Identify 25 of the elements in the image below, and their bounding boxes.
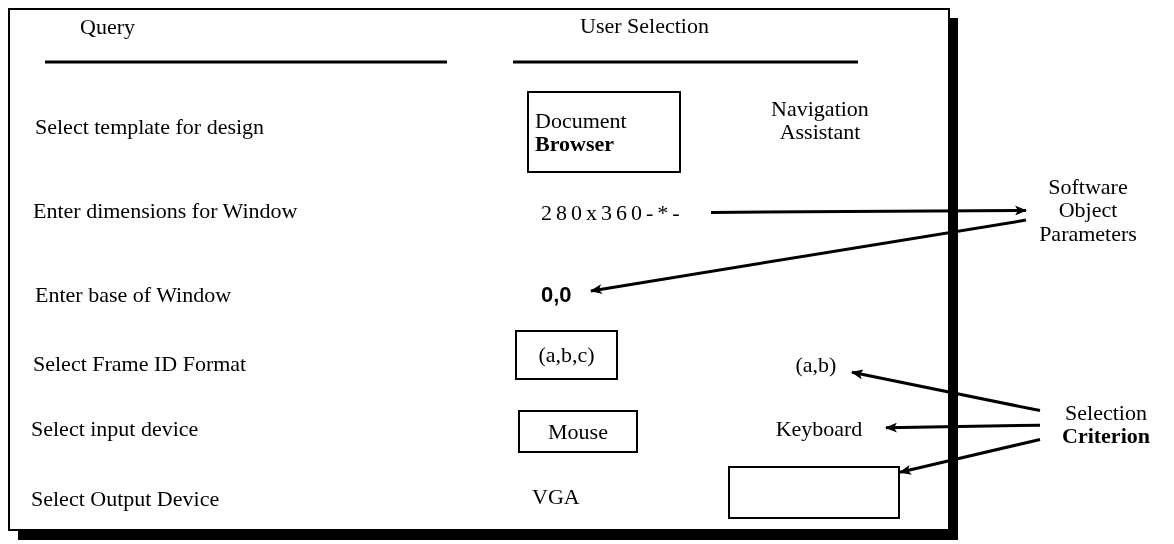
option-text: (a,b)	[780, 350, 852, 380]
column-header: Query	[80, 14, 135, 40]
row-label: Select input device	[31, 416, 199, 442]
row-label: Select Frame ID Format	[33, 351, 247, 377]
arrow	[590, 218, 1027, 295]
callout-text: Software Object Parameters	[1026, 150, 1150, 270]
option-text: Keyboard	[752, 414, 886, 444]
option-text: 280x360-*-	[541, 198, 711, 228]
callout-text: Selection Criterion	[1040, 395, 1172, 453]
option-box: (a,b,c)	[515, 330, 618, 380]
option-text: Navigation Assistant	[770, 97, 870, 144]
row-label: Enter dimensions for Window	[33, 198, 298, 224]
arrow	[711, 205, 1027, 216]
option-box: Mouse	[518, 410, 638, 453]
row-label: Enter base of Window	[35, 282, 232, 308]
option-box: Document Browser	[527, 91, 681, 173]
option-text: VGA	[532, 484, 580, 510]
column-header: User Selection	[580, 13, 709, 39]
arrow	[885, 422, 1041, 433]
row-label: Select Output Device	[31, 486, 220, 512]
row-label: Select template for design	[35, 114, 265, 140]
arrow	[851, 369, 1041, 413]
option-text: 0,0	[541, 280, 591, 310]
option-box	[728, 466, 900, 519]
arrow	[899, 438, 1041, 475]
